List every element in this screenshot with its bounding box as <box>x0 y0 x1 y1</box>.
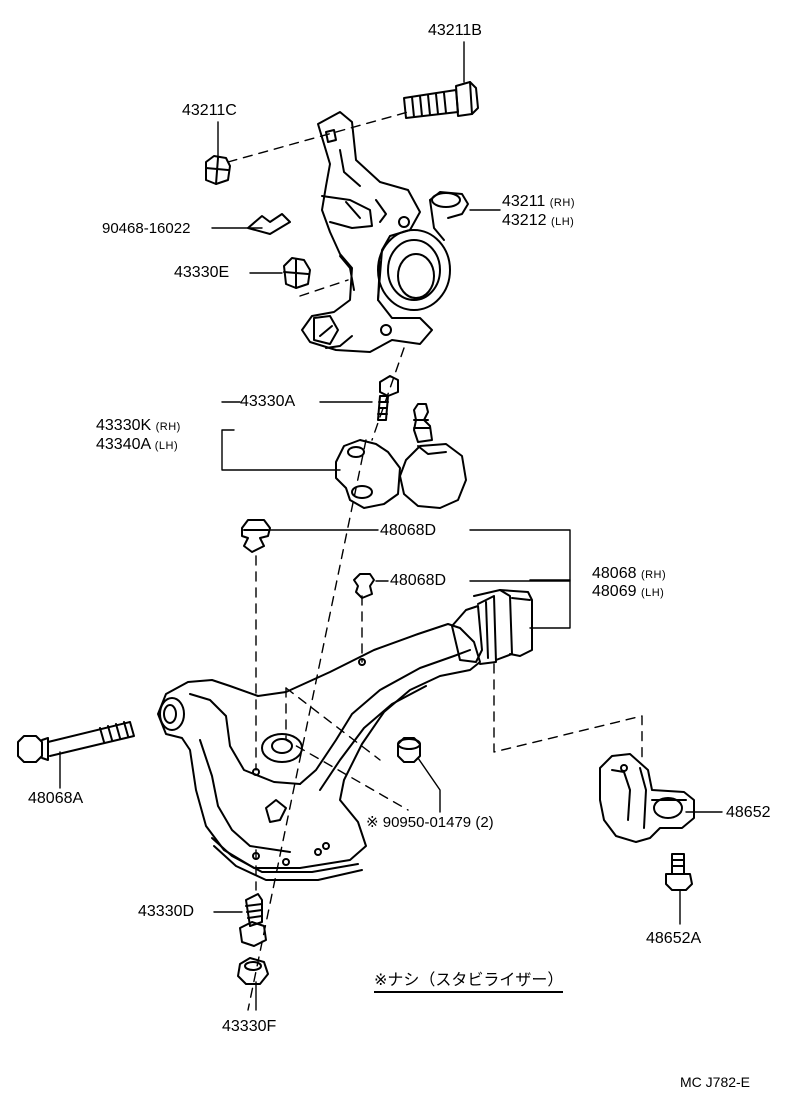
label-43330f: 43330F <box>222 1018 277 1035</box>
bushing-48068d-upper <box>241 519 271 553</box>
bushing-48068d-lower <box>353 573 375 599</box>
label-43340a-number: 43340A <box>96 436 151 453</box>
label-43340a: 43340A (LH) <box>96 436 178 455</box>
bracket-48652 <box>599 753 695 843</box>
label-43212-side: (LH) <box>550 216 575 228</box>
label-43330d: 43330D <box>138 903 195 920</box>
ball-joint <box>335 403 467 509</box>
label-48068-number: 48068 <box>592 565 637 582</box>
steering-knuckle <box>301 111 469 353</box>
nut-43211c <box>205 155 231 185</box>
label-43330a: 43330A <box>240 393 296 410</box>
label-43211b: 43211B <box>428 22 482 39</box>
bolt-43211b <box>403 81 479 119</box>
label-43330k-side: (RH) <box>155 421 181 433</box>
label-48068: 48068 (RH) <box>592 565 666 584</box>
label-43211-number: 43211 <box>502 193 546 210</box>
lower-control-arm <box>157 623 481 881</box>
bolt-43330a <box>377 375 399 421</box>
bolt-48652a <box>665 853 693 891</box>
label-48068-side: (RH) <box>640 569 667 581</box>
label-48069-side: (LH) <box>640 587 665 599</box>
label-43340a-side: (LH) <box>154 440 179 452</box>
label-90468-16022: 90468-16022 <box>102 220 191 237</box>
dashed-lines <box>227 111 643 1011</box>
label-48068d-upper: 48068D <box>380 522 437 539</box>
label-43211c: 43211C <box>182 102 237 119</box>
note-without-stabilizer: ※ナシ（スタビライザー） <box>374 966 564 993</box>
label-48652: 48652 <box>726 804 771 821</box>
bushing-90950 <box>397 737 421 763</box>
label-48069-number: 48069 <box>592 583 637 600</box>
label-43330k: 43330K (RH) <box>96 417 181 436</box>
nut-43330f <box>237 957 269 985</box>
label-48652a: 48652A <box>646 930 702 947</box>
label-48068d-lower: 48068D <box>390 572 447 589</box>
rear-bushing <box>451 589 533 665</box>
label-48068a: 48068A <box>28 790 84 807</box>
label-43330k-number: 43330K <box>96 417 152 434</box>
nut-43330e <box>283 257 311 289</box>
label-43212-number: 43212 <box>502 212 547 229</box>
label-43212: 43212 (LH) <box>502 212 574 231</box>
bolt-48068a <box>17 721 135 763</box>
leader-lines <box>59 41 723 1011</box>
bolt-43330d <box>239 893 267 947</box>
label-43211-side: (RH) <box>549 197 575 209</box>
cotter-pin-90468 <box>247 213 291 235</box>
label-48069: 48069 (LH) <box>592 583 664 602</box>
label-43330e: 43330E <box>174 264 230 281</box>
label-90950-01479: ※ 90950-01479 (2) <box>366 814 494 831</box>
label-43211: 43211 (RH) <box>502 193 575 212</box>
diagram-reference-code: MC J782-E <box>680 1074 751 1090</box>
